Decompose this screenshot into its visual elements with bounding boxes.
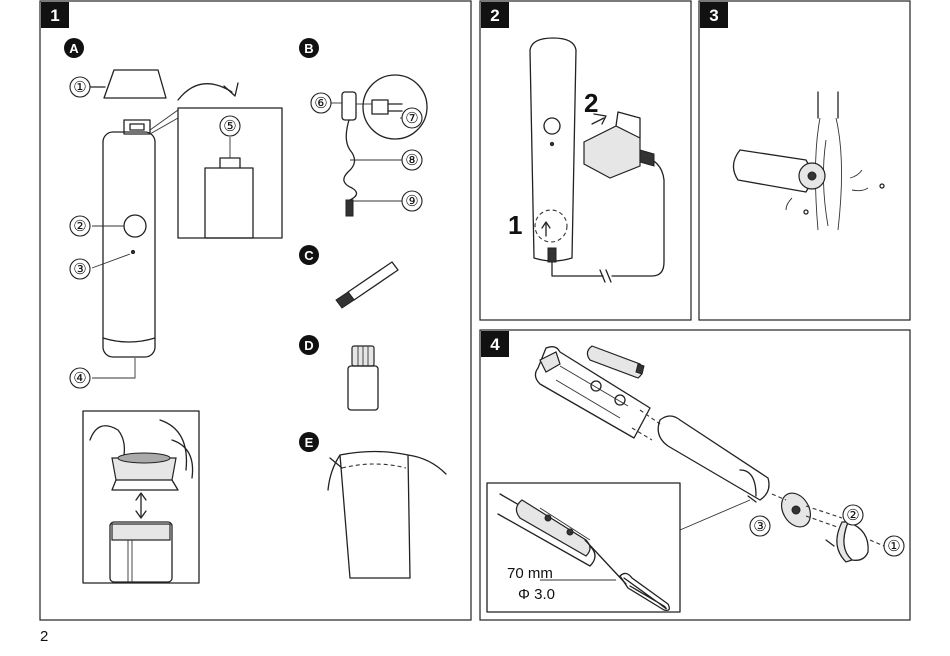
section-a-marker: A bbox=[64, 38, 84, 58]
callout-5: ⑤ bbox=[220, 116, 240, 136]
section-b-marker: B bbox=[299, 38, 319, 58]
page-number: 2 bbox=[40, 628, 48, 645]
callout-4: ④ bbox=[70, 368, 90, 388]
svg-text:A: A bbox=[69, 41, 79, 56]
svg-text:③: ③ bbox=[73, 261, 86, 278]
screwdriver-diameter-label: Φ 3.0 bbox=[518, 586, 555, 603]
callout-8: ⑧ bbox=[402, 150, 422, 170]
svg-text:④: ④ bbox=[73, 370, 86, 387]
svg-text:①: ① bbox=[73, 79, 86, 96]
svg-text:⑦: ⑦ bbox=[405, 110, 418, 127]
svg-text:2: 2 bbox=[490, 6, 499, 25]
svg-text:D: D bbox=[304, 338, 313, 353]
panel-2-tag: 2 bbox=[481, 2, 509, 28]
svg-text:E: E bbox=[305, 435, 314, 450]
callout-7: ⑦ bbox=[402, 108, 422, 128]
svg-text:C: C bbox=[304, 248, 314, 263]
svg-text:1: 1 bbox=[50, 6, 59, 25]
svg-text:⑥: ⑥ bbox=[314, 95, 327, 112]
step-1-label: 1 bbox=[508, 210, 522, 240]
callout-p4-3: ③ bbox=[750, 516, 770, 536]
svg-text:⑤: ⑤ bbox=[223, 118, 236, 135]
panel-3-tag: 3 bbox=[700, 2, 728, 28]
panel-1-frame bbox=[40, 1, 471, 620]
svg-text:①: ① bbox=[887, 538, 900, 555]
section-e-marker: E bbox=[299, 432, 319, 452]
section-d-marker: D bbox=[299, 335, 319, 355]
callout-2: ② bbox=[70, 216, 90, 236]
section-c-marker: C bbox=[299, 245, 319, 265]
svg-text:4: 4 bbox=[490, 335, 500, 354]
svg-text:3: 3 bbox=[709, 6, 718, 25]
callout-3: ③ bbox=[70, 259, 90, 279]
callout-p4-2: ② bbox=[843, 505, 863, 525]
svg-text:③: ③ bbox=[753, 518, 766, 535]
svg-text:②: ② bbox=[846, 507, 859, 524]
panel-3-frame bbox=[699, 1, 910, 320]
svg-text:②: ② bbox=[73, 218, 86, 235]
svg-text:⑧: ⑧ bbox=[405, 152, 418, 169]
callout-9: ⑨ bbox=[402, 191, 422, 211]
callout-6: ⑥ bbox=[311, 93, 331, 113]
screwdriver-length-label: 70 mm bbox=[507, 565, 553, 582]
svg-text:⑨: ⑨ bbox=[405, 193, 418, 210]
callout-p4-1: ① bbox=[884, 536, 904, 556]
panel-4-tag: 4 bbox=[481, 331, 509, 357]
svg-text:B: B bbox=[304, 41, 313, 56]
callout-1: ① bbox=[70, 77, 90, 97]
step-2-label: 2 bbox=[584, 88, 598, 118]
panel-1-tag: 1 bbox=[41, 2, 69, 28]
